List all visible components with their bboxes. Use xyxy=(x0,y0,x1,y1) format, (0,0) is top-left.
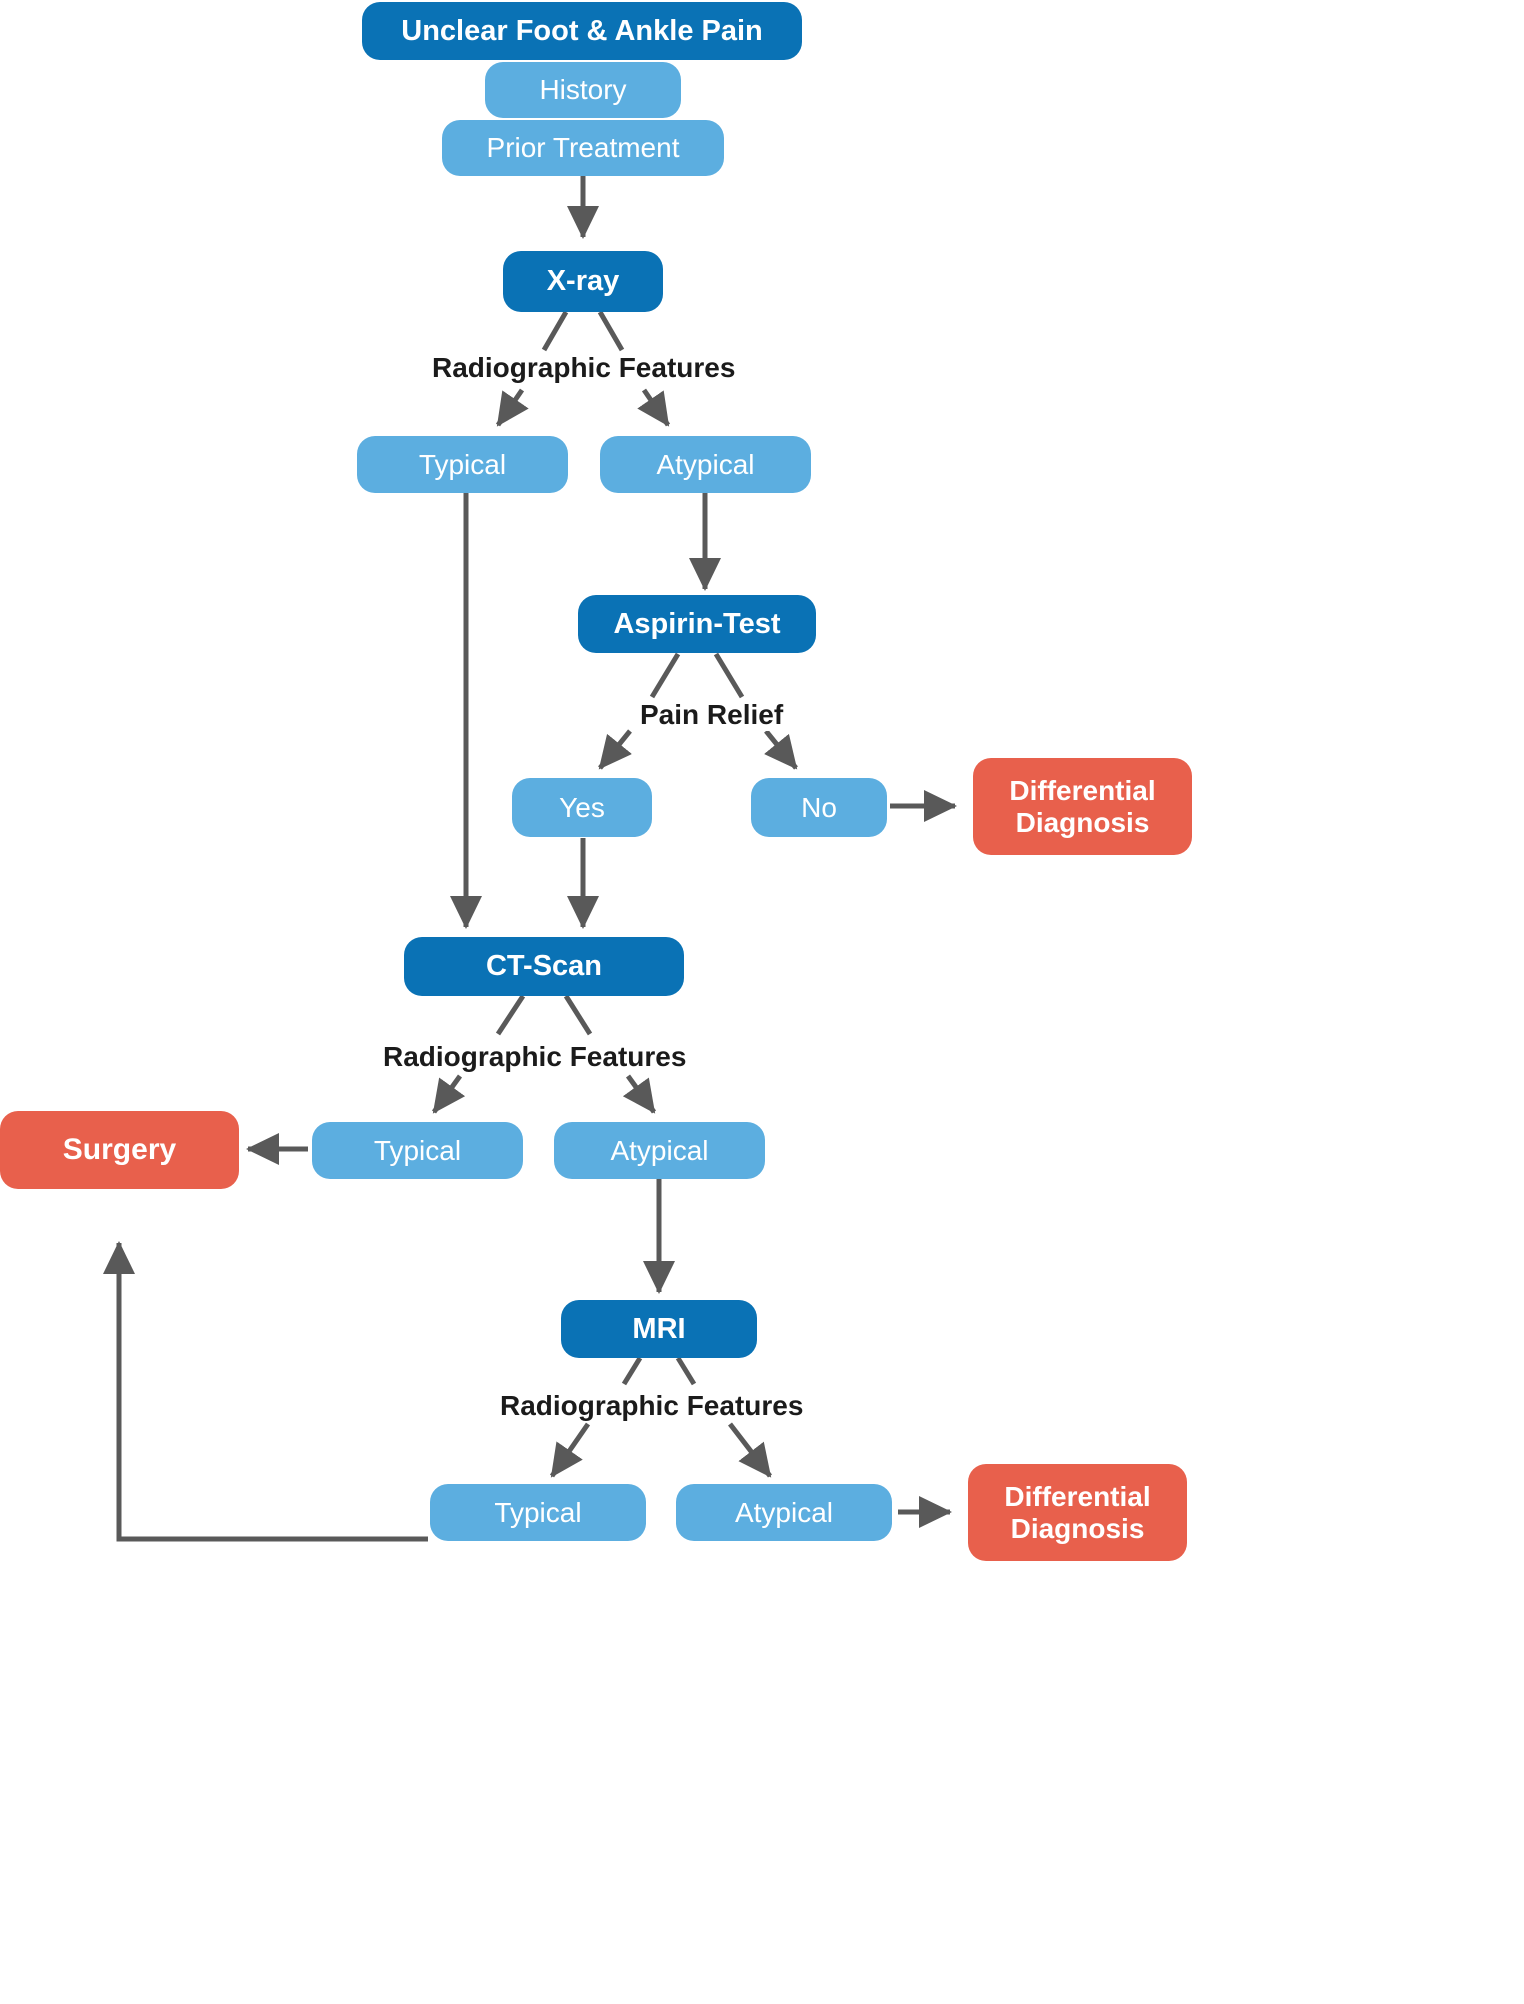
node-pain-relief-yes[interactable]: Yes xyxy=(512,778,652,837)
edge-aspirin-to-no xyxy=(764,729,798,770)
edge-label-radiographic-features-xray: Radiographic Features xyxy=(427,352,741,384)
node-differential-diagnosis-2[interactable]: Differential Diagnosis xyxy=(968,1464,1187,1561)
edge-xray-to-atypical xyxy=(637,388,671,427)
edge-ct-left-upper xyxy=(495,994,526,1036)
edge-mri-to-typical xyxy=(549,1422,591,1478)
node-history[interactable]: History xyxy=(485,62,681,118)
node-label-line1: Differential xyxy=(1004,1481,1151,1513)
node-label: Prior Treatment xyxy=(486,132,680,164)
node-label: Typical xyxy=(373,1134,462,1166)
node-ct-atypical[interactable]: Atypical xyxy=(554,1122,765,1179)
node-label: Atypical xyxy=(610,1134,709,1166)
node-mri-atypical[interactable]: Atypical xyxy=(676,1484,892,1541)
edge-ct-to-typical xyxy=(431,1074,466,1114)
edge-aspirin-right-upper xyxy=(713,652,745,699)
node-ct-typical[interactable]: Typical xyxy=(312,1122,523,1179)
node-label: No xyxy=(801,791,837,823)
edge-label-pain-relief: Pain Relief xyxy=(635,699,789,731)
node-label: MRI xyxy=(632,1312,686,1345)
edge-aspirin-left-upper xyxy=(649,652,681,699)
node-label-line2: Diagnosis xyxy=(1010,1512,1145,1544)
node-label: Typical xyxy=(418,448,507,480)
node-aspirin-test[interactable]: Aspirin-Test xyxy=(578,595,816,653)
node-mri[interactable]: MRI xyxy=(561,1300,757,1358)
edge-label-radiographic-features-mri: Radiographic Features xyxy=(495,1390,809,1422)
node-label: Atypical xyxy=(734,1496,834,1528)
edge-mri-left-upper xyxy=(621,1356,643,1386)
node-label: Unclear Foot & Ankle Pain xyxy=(401,14,763,47)
node-surgery[interactable]: Surgery xyxy=(0,1111,239,1189)
node-label: Typical xyxy=(494,1496,582,1528)
edge-xray-left-upper xyxy=(541,310,569,352)
node-label: Atypical xyxy=(656,448,755,480)
edge-mri-typical-to-surgery xyxy=(102,1240,428,1542)
node-ct-scan[interactable]: CT-Scan xyxy=(404,937,684,996)
node-label: CT-Scan xyxy=(485,950,603,983)
node-label: Aspirin-Test xyxy=(613,607,781,640)
node-differential-diagnosis-1[interactable]: Differential Diagnosis xyxy=(973,758,1192,855)
edge-ct-right-upper xyxy=(563,994,593,1036)
node-mri-typical[interactable]: Typical xyxy=(430,1484,646,1541)
node-xray-atypical[interactable]: Atypical xyxy=(600,436,811,493)
node-label: History xyxy=(539,74,627,106)
edge-aspirin-to-yes xyxy=(598,729,632,770)
node-unclear-foot-ankle-pain[interactable]: Unclear Foot & Ankle Pain xyxy=(362,2,802,60)
node-prior-treatment[interactable]: Prior Treatment xyxy=(442,120,724,176)
edge-xray-to-typical xyxy=(495,388,529,427)
node-label-line2: Diagnosis xyxy=(1015,806,1150,838)
node-xray-typical[interactable]: Typical xyxy=(357,436,568,493)
edge-mri-to-atypical xyxy=(728,1422,772,1478)
node-label: Yes xyxy=(559,791,605,823)
edge-label-radiographic-features-ct: Radiographic Features xyxy=(378,1041,692,1073)
node-xray[interactable]: X-ray xyxy=(503,251,663,312)
node-label-line1: Differential xyxy=(1009,775,1156,807)
edge-ct-to-atypical xyxy=(622,1074,657,1114)
edge-mri-right-upper xyxy=(675,1356,697,1386)
node-label: X-ray xyxy=(546,265,620,298)
node-label: Surgery xyxy=(62,1133,177,1167)
node-pain-relief-no[interactable]: No xyxy=(751,778,887,837)
edge-xray-right-upper xyxy=(597,310,625,352)
